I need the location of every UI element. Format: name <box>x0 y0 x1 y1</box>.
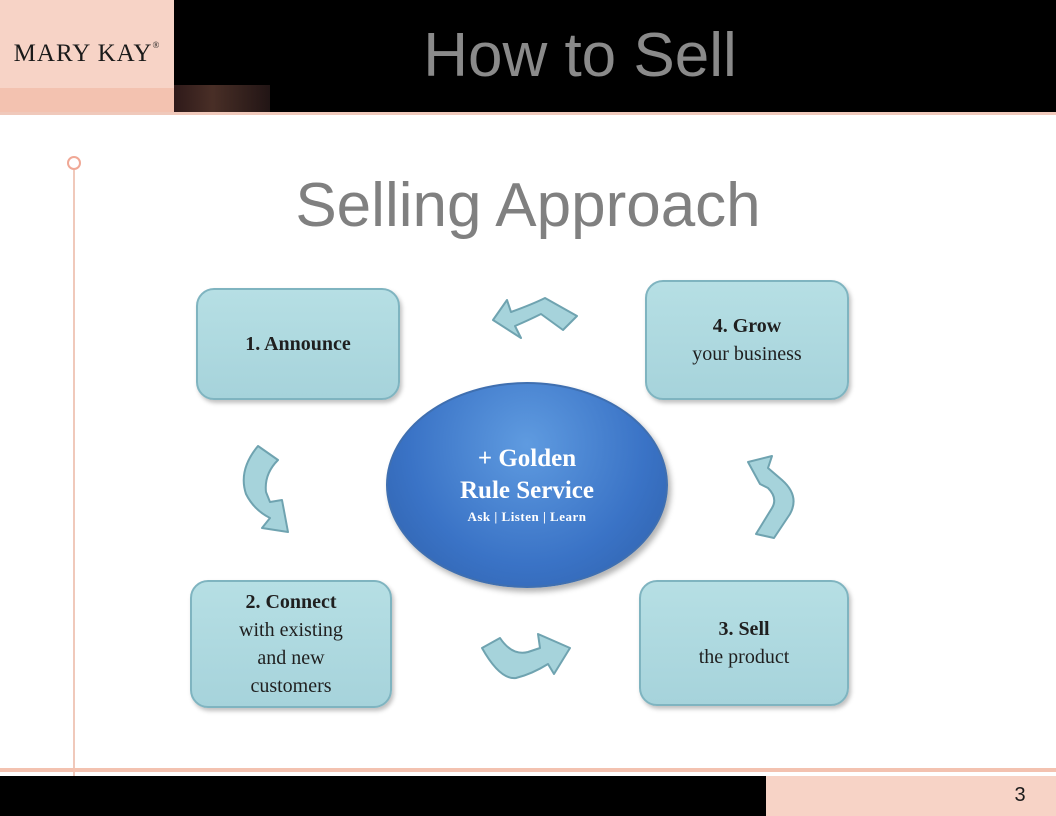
left-rule-circle <box>67 156 81 170</box>
header-title: How to Sell <box>423 21 737 90</box>
step-grow-title: 4. Grow <box>712 315 782 337</box>
page-number: 3 <box>1014 784 1026 806</box>
header-accent <box>174 85 270 112</box>
registered-mark: ® <box>152 40 161 50</box>
brand-logo: MARY KAY® <box>0 40 174 68</box>
step-announce-title: 1. Announce <box>245 333 351 355</box>
center-line-2: Rule Service <box>460 477 594 504</box>
step-sell-title: 3. Sell <box>718 618 770 640</box>
step-connect-line-1: with existing <box>239 619 343 641</box>
arrow-left-icon <box>242 445 289 533</box>
footer-line <box>0 768 1056 772</box>
step-connect-line-2: and new <box>257 647 325 669</box>
center-line-1: + Golden <box>477 445 577 472</box>
step-grow-subtitle: your business <box>692 343 802 365</box>
left-rule <box>73 170 75 798</box>
logo-panel-lower <box>0 88 174 112</box>
step-box-sell[interactable]: 3. Sell the product <box>639 580 849 706</box>
arrow-right-icon <box>747 455 795 539</box>
header-underline <box>0 112 1056 115</box>
footer-pink-panel <box>766 776 1056 816</box>
brand-logo-text: MARY KAY <box>13 40 153 67</box>
center-ellipse[interactable]: + Golden Rule Service Ask | Listen | Lea… <box>386 382 668 588</box>
step-box-connect[interactable]: 2. Connect with existing and new custome… <box>190 580 392 708</box>
step-box-announce[interactable]: 1. Announce <box>196 288 400 400</box>
step-box-grow[interactable]: 4. Grow your business <box>645 280 849 400</box>
step-connect-line-3: customers <box>250 675 332 697</box>
slide-title: Selling Approach <box>295 171 761 240</box>
step-connect-title: 2. Connect <box>245 591 337 613</box>
arrow-bottom-icon <box>481 633 571 680</box>
step-sell-subtitle: the product <box>698 646 790 668</box>
arrow-top-icon <box>492 297 578 339</box>
center-line-3: Ask | Listen | Learn <box>467 509 587 524</box>
